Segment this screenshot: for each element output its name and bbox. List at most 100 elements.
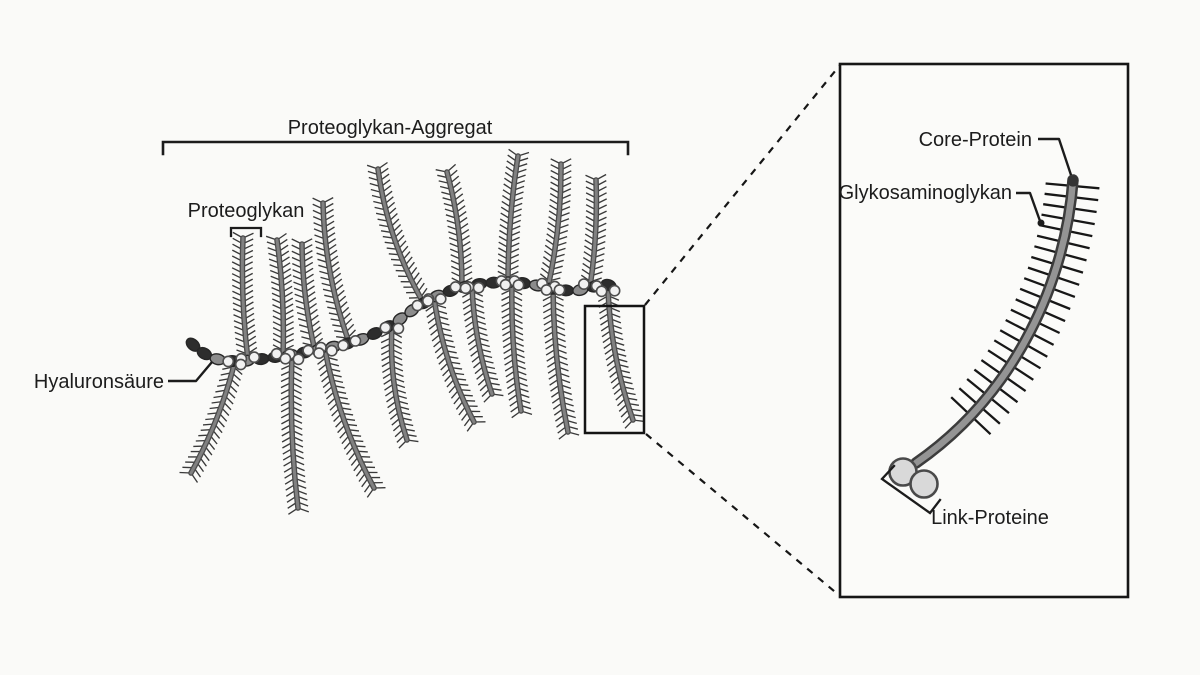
link-protein-circle: [337, 339, 350, 352]
zoom-connector-bottom-dashed-line: [645, 433, 841, 597]
proteoglycan-monomer: [291, 238, 324, 354]
proteoglycan-monomer: [435, 163, 473, 292]
link-protein-circle: [434, 293, 447, 305]
core-protein-strand-center: [275, 238, 285, 358]
proteoglycan-monomer: [425, 295, 486, 432]
proteoglycan-monomer: [317, 347, 386, 498]
zoom-panel: [838, 62, 1130, 599]
link-protein-pairs: [222, 275, 621, 371]
proteoglycan-bracket: [229, 226, 263, 238]
link-protein-circle: [302, 344, 315, 357]
glycosaminoglycan-bristles: [366, 161, 428, 299]
proteoglycan-monomer: [542, 285, 580, 440]
core-protein-label: Core-Protein: [919, 129, 1032, 151]
core-protein-strand-center: [432, 296, 476, 424]
glycosaminoglycan-leader-line: [1016, 191, 1042, 222]
core-protein-strand-center: [506, 154, 520, 285]
link-protein-circle: [392, 322, 405, 335]
aggregate-label: Proteoglykan-Aggregat: [288, 117, 493, 139]
proteoglycan-monomer: [497, 148, 530, 286]
core-protein-shape-center: [912, 176, 1077, 467]
core-protein-strand-center: [376, 167, 426, 306]
proteoglycan-monomer: [179, 358, 243, 483]
proteoglycan-monomer: [366, 161, 428, 307]
proteoglycan-monomer: [461, 283, 504, 403]
aggregate-bracket: [161, 140, 630, 156]
glycosaminoglycan-bristles: [501, 288, 533, 419]
core-protein-leader-line: [1038, 137, 1073, 176]
link-protein-circle: [540, 284, 553, 296]
glycosaminoglycan-bristles: [539, 158, 572, 282]
link-protein-circle: [222, 355, 235, 368]
core-protein-strand-center: [321, 201, 352, 347]
link-protein-circle: [279, 352, 292, 365]
glycosaminoglycan-bristles: [425, 303, 486, 432]
core-protein-strand-center: [606, 287, 635, 422]
link-protein-circle: [595, 285, 608, 298]
link-protein-circle: [449, 281, 462, 293]
link-protein-circle: [379, 321, 392, 334]
core-protein-strand-center: [289, 355, 300, 510]
link-protein-circle: [512, 279, 525, 291]
proteoglycan-monomer: [231, 231, 258, 363]
glycosaminoglycan-bristles: [179, 366, 243, 483]
link-protein-circle: [349, 334, 362, 347]
zoom-connector-top-dashed-line: [644, 64, 841, 306]
glycosaminoglycan-bristles: [435, 163, 473, 284]
glycosaminoglycan-bristles: [497, 148, 530, 278]
glycosaminoglycan-bristles: [312, 197, 356, 339]
zoom-panel-artwork: [888, 174, 1100, 499]
core-protein-strand-center: [323, 348, 376, 490]
glycosaminoglycan-bristles: [580, 173, 607, 283]
core-protein-strand-center: [510, 281, 523, 413]
link-proteins-bracket: [880, 464, 942, 515]
link-protein-circle: [459, 282, 472, 295]
proteoglycan-label: Proteoglykan: [188, 200, 305, 222]
proteoglycan-monomer: [501, 280, 533, 419]
core-protein-strand-center: [551, 286, 570, 434]
glycosaminoglycan-bristles: [291, 238, 324, 347]
core-protein-strand-center: [470, 284, 494, 396]
link-protein-circle: [553, 284, 566, 296]
proteoglycan-monomer: [539, 158, 572, 290]
proteoglycan-monomer: [265, 232, 294, 359]
glycosaminoglycan-bristles: [317, 356, 386, 498]
glycosaminoglycan-bristles: [380, 331, 419, 449]
core-protein-strand-center: [240, 236, 250, 362]
hyaluronic-acid-label: Hyaluronsäure: [34, 371, 164, 393]
core-protein-strand-center: [588, 178, 598, 289]
link-protein-circle: [421, 294, 434, 307]
link-protein-circle: [608, 284, 621, 297]
core-protein-strand-center: [300, 242, 317, 353]
proteoglycan-monomer: [597, 286, 645, 429]
glycosaminoglycan-label: Glykosaminoglykan: [839, 182, 1012, 204]
core-protein-strand-center: [389, 324, 409, 442]
glycosaminoglycan-bristles: [542, 294, 580, 440]
core-protein-strand-center: [445, 170, 464, 291]
glycosaminoglycan-bristles: [461, 290, 504, 403]
link-protein-circle: [313, 347, 325, 360]
link-protein-circle: [578, 278, 590, 290]
link-protein-circle: [325, 344, 338, 357]
link-protein-circle: [234, 358, 247, 371]
link-protein-circle-magnified: [909, 469, 939, 499]
core-protein-strand-center: [546, 162, 563, 289]
link-proteins-label: Link-Proteine: [931, 507, 1049, 529]
aggregate-artwork: [179, 148, 645, 515]
core-protein-tip-cap: [1067, 175, 1079, 187]
glycosaminoglycan-bristles: [597, 295, 645, 429]
glycosaminoglycan-leader-dot: [1037, 219, 1045, 227]
proteoglycan-monomer: [580, 173, 607, 290]
proteoglycan-monomer: [380, 323, 419, 449]
link-protein-circle: [292, 353, 305, 366]
link-protein-circle: [248, 351, 261, 364]
proteoglycan-monomer: [312, 197, 356, 348]
link-protein-circle: [472, 281, 485, 294]
core-protein-strand-center: [189, 359, 237, 475]
glycosaminoglycan-bristles: [280, 363, 310, 515]
glycosaminoglycan-bristles: [265, 232, 294, 351]
link-protein-circle: [499, 278, 512, 291]
link-protein-circle: [411, 299, 424, 312]
glycosaminoglycan-bristles: [231, 231, 258, 355]
